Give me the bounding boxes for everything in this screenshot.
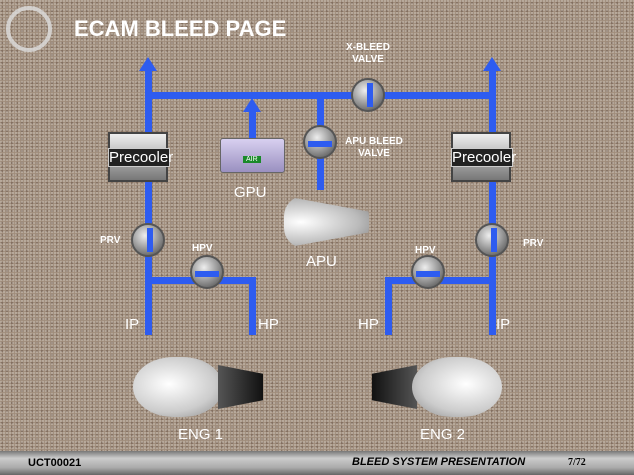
hpv-left-label: HPV: [192, 243, 213, 254]
eng2-label: ENG 2: [420, 426, 466, 443]
hpv-left-valve[interactable]: [190, 255, 224, 289]
left-hp-duct-v: [249, 277, 256, 335]
footer-presentation: BLEED SYSTEM PRESENTATION: [352, 456, 526, 468]
ip-right-label: IP: [496, 316, 511, 333]
footer-bar: UCT00021 BLEED SYSTEM PRESENTATION 7/72: [0, 451, 634, 475]
precooler-right-label: Precooler: [451, 148, 517, 167]
hp-right-label: HP: [358, 316, 379, 333]
left-arrow-icon: [139, 57, 157, 71]
page-number: 7/72: [568, 457, 586, 468]
gpu-sign: AIR: [243, 156, 261, 163]
footer-code: UCT00021: [28, 457, 82, 469]
hpv-right-label: HPV: [415, 245, 436, 256]
engine-2[interactable]: [372, 357, 502, 417]
eng1-label: ENG 1: [178, 426, 224, 443]
apu-bleed-valve[interactable]: [303, 125, 337, 159]
hpv-right-valve[interactable]: [411, 255, 445, 289]
prv-left-label: PRV: [100, 235, 121, 246]
right-main-duct: [489, 70, 496, 335]
right-hp-duct-v: [385, 277, 392, 335]
precooler-left-label: Precooler: [108, 148, 174, 167]
precooler-left: Precooler: [108, 132, 174, 182]
precooler-right: Precooler: [451, 132, 517, 182]
logo: [6, 6, 52, 52]
page-title: ECAM BLEED PAGE: [74, 16, 287, 41]
left-main-duct: [145, 70, 152, 335]
gpu-cart: AIR: [220, 138, 285, 173]
hp-left-label: HP: [258, 316, 279, 333]
prv-right-valve[interactable]: [475, 223, 509, 257]
apu-bleed-label: APU BLEED VALVE: [345, 136, 403, 159]
right-arrow-icon: [483, 57, 501, 71]
xbleed-valve[interactable]: [351, 78, 385, 112]
engine-1[interactable]: [133, 357, 263, 417]
gpu-arrow-icon: [243, 98, 261, 112]
apu-label: APU: [306, 253, 337, 270]
gpu-label: GPU: [234, 184, 267, 201]
apu-unit: [284, 196, 369, 248]
prv-right-label: PRV: [523, 238, 544, 249]
ip-left-label: IP: [125, 316, 140, 333]
xbleed-label: X-BLEED VALVE: [346, 42, 390, 65]
gpu-duct: [249, 110, 256, 142]
prv-left-valve[interactable]: [131, 223, 165, 257]
